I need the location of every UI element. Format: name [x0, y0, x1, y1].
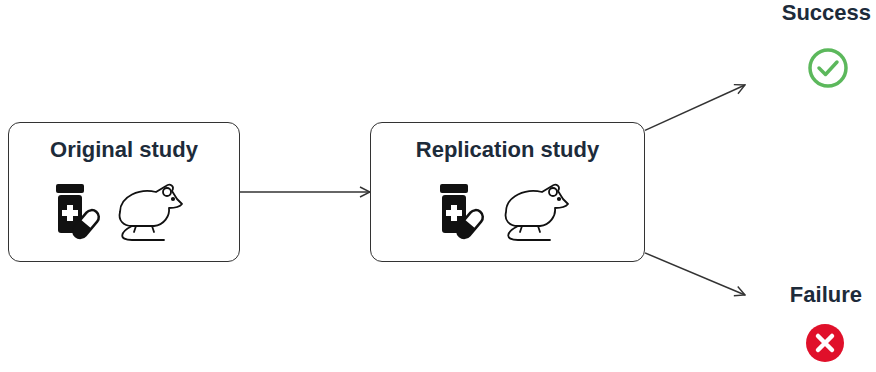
- node-title: Original study: [9, 137, 239, 163]
- study-box: Replication study: [370, 122, 645, 262]
- node-title: Success: [745, 0, 871, 26]
- rat-icon: [506, 185, 568, 240]
- outcome-label: Success: [745, 0, 876, 100]
- arrow-connector: [645, 253, 745, 295]
- node-title: Replication study: [371, 137, 644, 163]
- arrow-connector: [645, 85, 745, 130]
- medicine-icon: [440, 184, 486, 241]
- cross-icon: [806, 324, 844, 362]
- check-icon: [810, 50, 846, 86]
- medicine-icon: [56, 184, 102, 241]
- arrow-connector: [240, 191, 370, 193]
- rat-icon: [120, 185, 182, 240]
- study-box: Original study: [8, 122, 240, 262]
- outcome-label: Failure: [745, 280, 876, 372]
- node-title: Failure: [745, 282, 862, 308]
